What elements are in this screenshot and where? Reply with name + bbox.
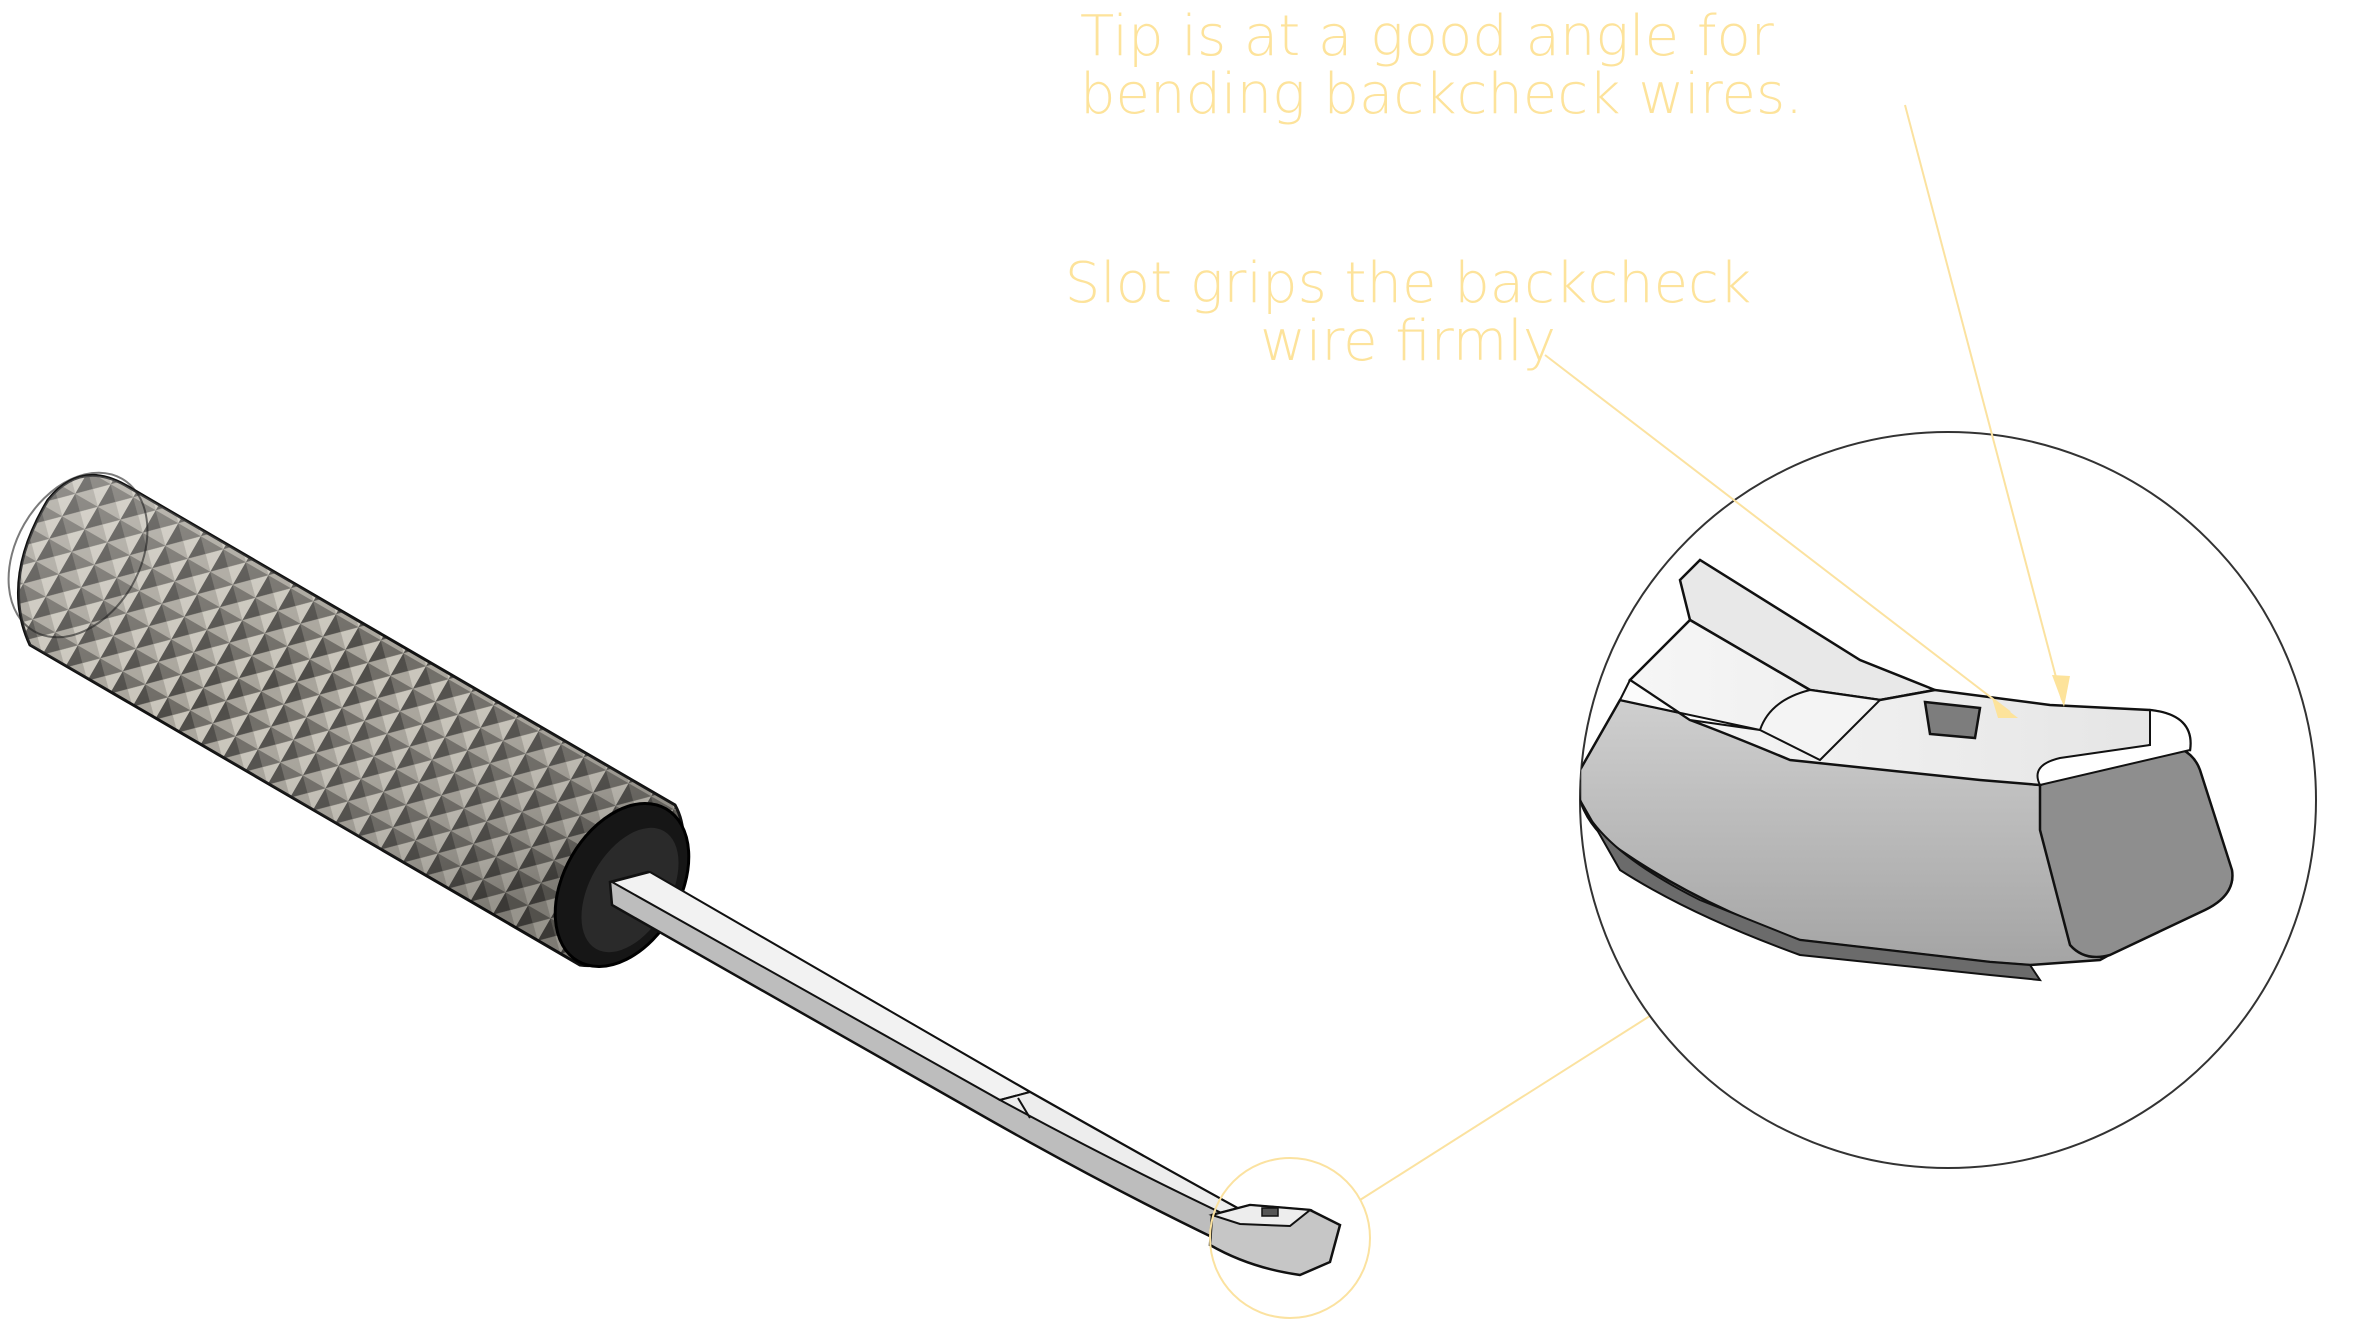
slot-leader bbox=[1544, 354, 2018, 718]
slot-annotation-line1: Slot grips the backcheck bbox=[1064, 251, 1752, 316]
slot-annotation: Slot grips the backcheck wire firmly bbox=[1048, 255, 1768, 371]
slot-annotation-line2: wire firmly bbox=[1260, 309, 1556, 374]
detail-view-circle-icon bbox=[1579, 431, 2317, 1169]
detail-marker-circle-icon bbox=[1209, 1157, 1371, 1319]
tip-annotation-line1: Tip is at a good angle for bbox=[1080, 4, 1774, 69]
detail-connector-line bbox=[1359, 999, 1676, 1201]
tool-shaft bbox=[608, 870, 1342, 1277]
tip-leader bbox=[1904, 104, 2070, 707]
tip-annotation-line2: bending backcheck wires. bbox=[1080, 62, 1803, 127]
tip-annotation: Tip is at a good angle for bending backc… bbox=[1080, 4, 1803, 127]
